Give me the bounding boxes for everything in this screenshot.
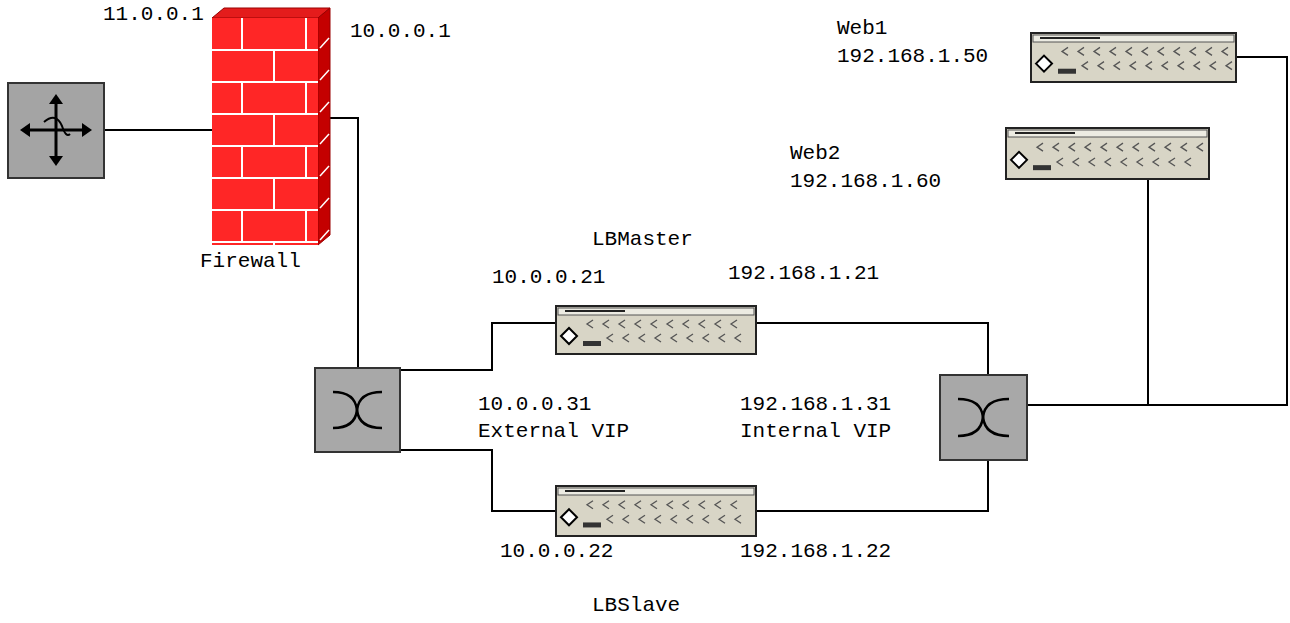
node-label: 192.168.1.21 <box>728 262 879 286</box>
switch-symbol <box>940 375 1027 460</box>
vip-label: Internal VIP <box>740 420 891 444</box>
node-label: 10.0.0.21 <box>492 266 605 290</box>
server-symbol <box>555 305 757 355</box>
node-label: LBSlave <box>592 594 680 618</box>
node-label: Firewall <box>200 250 301 274</box>
vip-label: 10.0.0.31 <box>478 393 591 417</box>
network-wire <box>757 180 1148 511</box>
node-label: 10.0.0.1 <box>350 20 451 44</box>
firewall-symbol <box>212 8 330 245</box>
network-wire <box>330 118 555 370</box>
vip-label: 192.168.1.31 <box>740 393 891 417</box>
node-label: Web1 <box>837 17 887 41</box>
load-balancer: LBMaster10.0.0.21192.168.1.21 <box>555 305 757 355</box>
node-label: 10.0.0.22 <box>500 540 613 564</box>
node-label: 192.168.1.60 <box>790 170 941 194</box>
node-label: 192.168.1.50 <box>837 45 988 69</box>
server-symbol <box>1030 32 1237 83</box>
switch-symbol <box>315 368 400 452</box>
router-symbol <box>8 83 104 178</box>
network-wire <box>757 180 1148 405</box>
load-balancer: 10.0.0.22192.168.1.22LBSlave <box>555 485 757 537</box>
web-server: Web2192.168.1.60 <box>1005 127 1210 180</box>
web-server: Web1192.168.1.50 <box>1030 32 1237 83</box>
server-symbol <box>555 485 757 537</box>
vip-label: External VIP <box>478 420 629 444</box>
node-label: LBMaster <box>592 228 693 252</box>
wire-line <box>104 129 214 131</box>
node-label: 11.0.0.1 <box>103 3 204 27</box>
firewall: 11.0.0.110.0.0.1Firewall <box>212 8 330 245</box>
server-symbol <box>1005 127 1210 180</box>
network-wire <box>757 57 1287 405</box>
node-label: 192.168.1.22 <box>740 540 891 564</box>
node-label: Web2 <box>790 142 840 166</box>
